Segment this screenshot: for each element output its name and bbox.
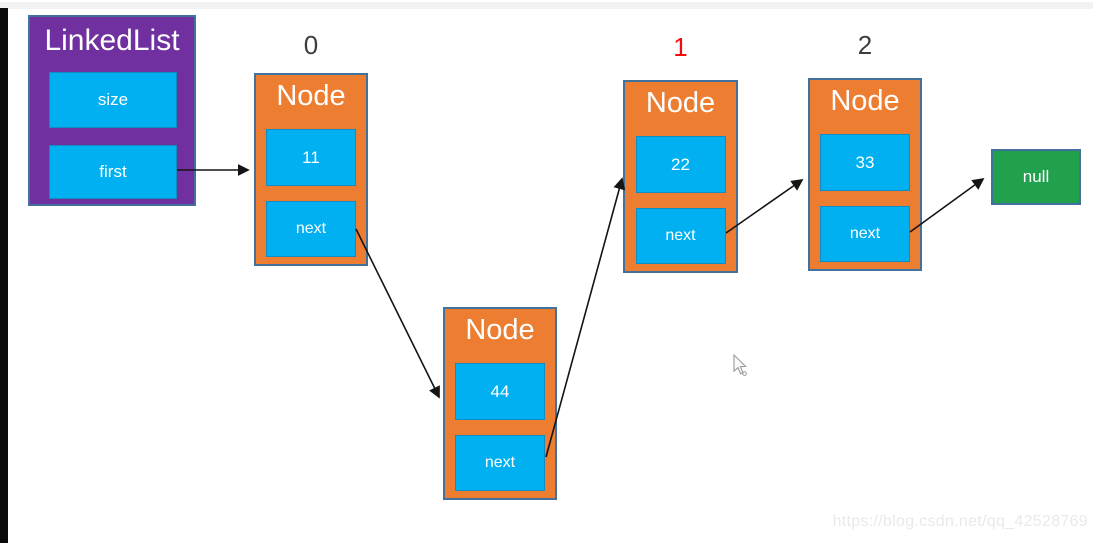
index-label-1: 1 xyxy=(673,32,688,62)
node-title: Node xyxy=(465,314,535,346)
arrow-node-11-next-to-node-44 xyxy=(355,228,440,399)
null-box: null xyxy=(991,149,1081,205)
node-value-field: 33 xyxy=(820,134,910,191)
node-value-field: 22 xyxy=(635,136,726,193)
left-black-bar xyxy=(0,8,8,543)
arrow-node-44-next-to-node-22 xyxy=(545,177,626,458)
index-label-2: 2 xyxy=(857,30,873,60)
linkedlist-title: LinkedList xyxy=(44,24,180,57)
top-divider-bar xyxy=(0,2,1093,9)
linkedlist-size-field: size xyxy=(49,72,177,128)
node-box-22: Node 22 next xyxy=(623,80,738,273)
watermark-text: https://blog.csdn.net/qq_42528769 xyxy=(832,513,1088,530)
node-value-field: 44 xyxy=(455,363,545,420)
node-next-field: next xyxy=(455,435,545,491)
node-title: Node xyxy=(645,87,716,119)
node-title: Node xyxy=(276,80,346,112)
linkedlist-box: LinkedList size first xyxy=(28,15,196,206)
node-title: Node xyxy=(830,85,900,117)
node-box-11: Node 11 next xyxy=(254,73,368,266)
node-next-field: next xyxy=(266,201,356,257)
node-value-field: 11 xyxy=(266,129,356,186)
linkedlist-first-field: first xyxy=(49,145,177,199)
node-next-field: next xyxy=(820,206,910,262)
index-label-0: 0 xyxy=(303,30,319,60)
node-next-field: next xyxy=(635,208,726,264)
mouse-cursor-icon xyxy=(733,354,747,376)
node-box-33: Node 33 next xyxy=(808,78,922,271)
node-box-44: Node 44 next xyxy=(443,307,557,500)
